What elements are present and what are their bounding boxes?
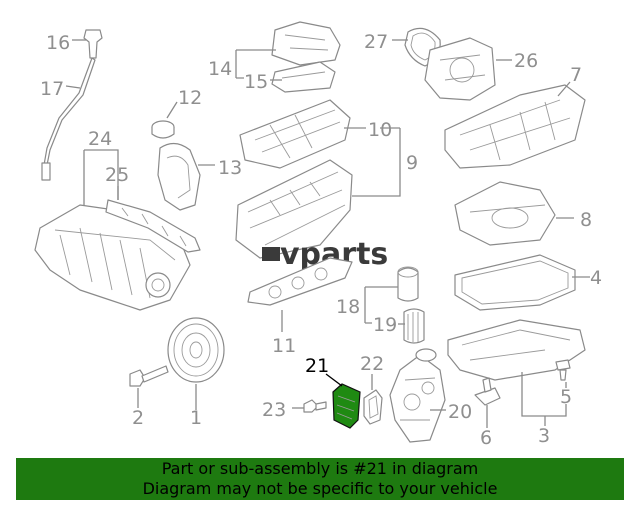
part-15-gasket [271,61,336,93]
callout-10[interactable]: 10 [368,119,392,141]
callout-22[interactable]: 22 [360,353,384,375]
callout-11[interactable]: 11 [272,335,296,357]
callout-15[interactable]: 15 [244,71,268,93]
part-11-head-gasket [247,257,353,306]
part-16-dipstick-cap [83,29,103,59]
part-23-bolt [303,399,327,413]
callout-19[interactable]: 19 [373,314,397,336]
callout-17[interactable]: 17 [40,78,64,100]
part-10-valve-cover [239,99,351,169]
callout-14[interactable]: 14 [208,58,232,80]
part-5-drain-plug [555,359,571,381]
callout-12[interactable]: 12 [178,87,202,109]
part-1-pulley [167,317,225,383]
part-25-intake-gasket [105,199,201,253]
part-3-oil-pan [447,319,586,381]
callout-9[interactable]: 9 [406,152,418,174]
part-21-highlighted [332,383,361,429]
part-13-cover [157,142,201,211]
leader-18 [364,286,398,324]
leader-12 [166,101,178,119]
leader-21 [325,373,343,387]
part-17-dipstick-tube [41,57,96,181]
info-banner: Part or sub-assembly is #21 in diagram D… [16,458,624,500]
callout-4[interactable]: 4 [590,267,602,289]
part-18-oil-filter [397,266,419,302]
callout-6[interactable]: 6 [480,427,492,449]
part-12-cap [151,120,175,139]
callout-23[interactable]: 23 [262,399,286,421]
part-20-bracket [389,348,446,443]
part-9-cylinder-head [235,159,353,259]
callout-13[interactable]: 13 [218,157,242,179]
callout-16[interactable]: 16 [46,32,70,54]
callout-3[interactable]: 3 [538,425,550,447]
callout-8[interactable]: 8 [580,209,592,231]
leader-7 [557,81,571,97]
part-8-cover [454,181,556,246]
callout-25[interactable]: 25 [105,164,129,186]
callout-1[interactable]: 1 [190,407,202,429]
part-2-bolt [129,365,169,387]
callout-20[interactable]: 20 [448,401,472,423]
callout-2[interactable]: 2 [132,407,144,429]
part-26-pump [424,37,496,101]
part-24-intake-manifold [34,204,191,311]
part-19-filter-element [403,308,425,344]
part-22-gasket [363,389,383,425]
part-4-gasket [454,254,576,311]
part-7-oil-pan-upper [444,84,586,169]
parts-diagram: vparts [34,21,602,449]
callout-21[interactable]: 21 [305,355,329,377]
callout-27[interactable]: 27 [364,31,388,53]
callout-26[interactable]: 26 [514,50,538,72]
banner-line-part: Part or sub-assembly is #21 in diagram [161,459,479,478]
part-6-sensor [474,377,501,406]
leader-3 [521,372,567,426]
callout-5[interactable]: 5 [560,386,572,408]
callout-18[interactable]: 18 [336,296,360,318]
callout-24[interactable]: 24 [88,128,112,150]
callout-7[interactable]: 7 [570,64,582,86]
leader-17 [65,85,81,89]
leader-24 [83,149,119,205]
part-14-engine-cover [271,21,341,66]
banner-line-disclaimer: Diagram may not be specific to your vehi… [142,479,498,498]
leader-9 [352,127,401,197]
leader-14 [235,49,276,79]
